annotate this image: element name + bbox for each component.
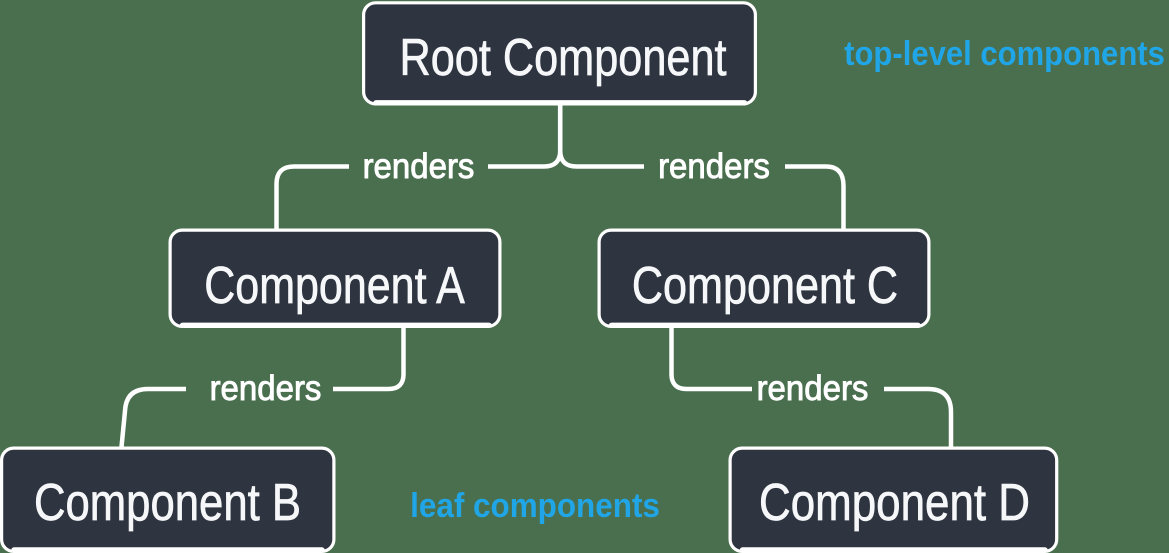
svg-text:Root Component: Root Component [399, 29, 726, 87]
svg-text:renders: renders [363, 147, 475, 186]
svg-text:Component D: Component D [759, 474, 1030, 532]
svg-text:renders: renders [210, 369, 322, 408]
svg-text:leaf components: leaf components [410, 486, 660, 524]
svg-text:renders: renders [658, 147, 770, 186]
svg-text:Component A: Component A [204, 257, 465, 315]
svg-text:Component B: Component B [34, 475, 301, 532]
svg-text:renders: renders [757, 369, 869, 408]
svg-text:top-level components: top-level components [844, 35, 1165, 73]
svg-text:Component C: Component C [632, 257, 898, 315]
